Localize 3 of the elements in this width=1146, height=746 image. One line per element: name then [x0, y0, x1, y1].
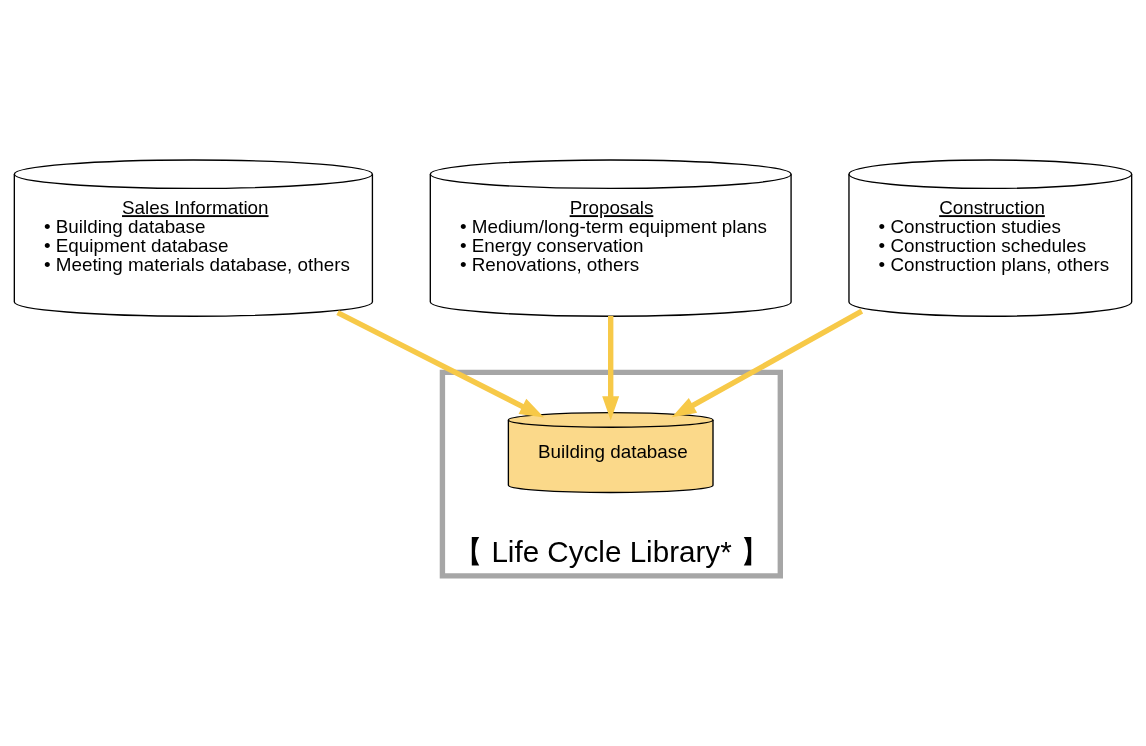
arrow: [336, 309, 545, 417]
arrow: [602, 315, 620, 420]
arrow: [671, 308, 864, 417]
